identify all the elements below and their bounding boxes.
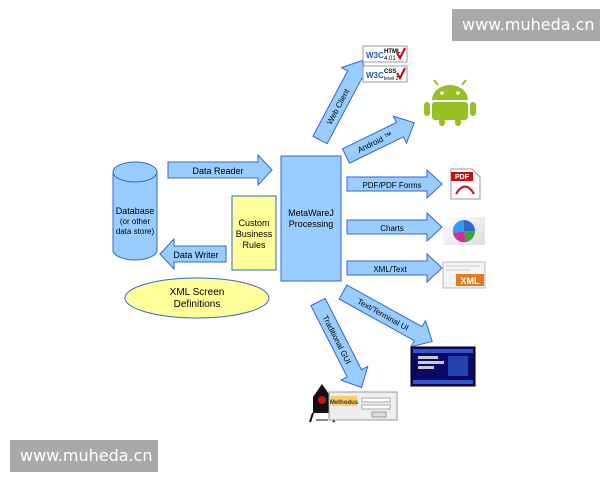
processing-label-1: MetaWareJ <box>288 208 334 218</box>
data-reader-arrow: Data Reader <box>167 153 273 187</box>
html-badge-version: 4.01 <box>384 56 396 62</box>
w3c-badge-icon: W3C HTML 4.01 W3C CSS level 2 <box>362 45 408 83</box>
database-label-3: data store) <box>116 227 155 236</box>
rules-label-3: Rules <box>242 240 266 250</box>
pdf-icon-text: PDF <box>455 174 470 181</box>
xml-icon: XML <box>442 261 486 289</box>
pdf-arrow: PDF/PDF Forms <box>346 168 443 200</box>
data-writer-arrow: Data Writer <box>159 237 227 271</box>
android-arrow: Android ™ <box>341 115 415 164</box>
rules-label-2: Business <box>236 229 273 239</box>
xml-text-arrow: XML/Text <box>346 252 443 284</box>
pdf-icon: PDF <box>450 168 481 200</box>
screen-definitions-node: XML Screen Definitions <box>124 277 270 319</box>
text-terminal-label: Text/Terminal UI <box>356 297 411 333</box>
business-rules-node: Custom Business Rules <box>231 195 277 271</box>
w3c-css-mark: W3C <box>366 71 384 80</box>
pie-chart-icon <box>443 217 485 245</box>
database-node: Database (or other data store) <box>112 161 158 261</box>
charts-arrow: Charts <box>346 211 443 243</box>
data-reader-label: Data Reader <box>192 166 243 176</box>
charts-label: Charts <box>380 224 404 233</box>
watermark-bottom: www.muheda.cn <box>10 440 158 472</box>
database-label-1: Database <box>116 206 155 216</box>
processing-node: MetaWareJ Processing <box>280 155 342 282</box>
screen-defs-label-2: Definitions <box>174 299 221 310</box>
android-icon <box>424 79 476 126</box>
terminal-screen-icon <box>410 346 476 387</box>
xml-text-label: XML/Text <box>373 265 407 274</box>
xml-icon-text: XML <box>461 276 481 286</box>
processing-label-2: Processing <box>289 219 334 229</box>
css-badge-label: CSS <box>384 69 396 75</box>
text-terminal-arrow: Text/Terminal UI <box>338 284 433 348</box>
methodus-label: Methodus <box>330 400 359 406</box>
w3c-html-mark: W3C <box>366 51 384 60</box>
css-badge-version: level 2 <box>384 76 399 82</box>
rules-label-1: Custom <box>238 218 269 228</box>
screen-defs-label-1: XML Screen <box>170 287 225 298</box>
watermark-top: www.muheda.cn <box>452 9 600 41</box>
methodus-dialog-icon: Methodus <box>328 391 398 421</box>
pdf-label: PDF/PDF Forms <box>362 181 421 190</box>
data-writer-label: Data Writer <box>173 250 218 260</box>
html-badge-label: HTML <box>384 49 401 55</box>
database-label-2: (or other <box>120 217 151 226</box>
